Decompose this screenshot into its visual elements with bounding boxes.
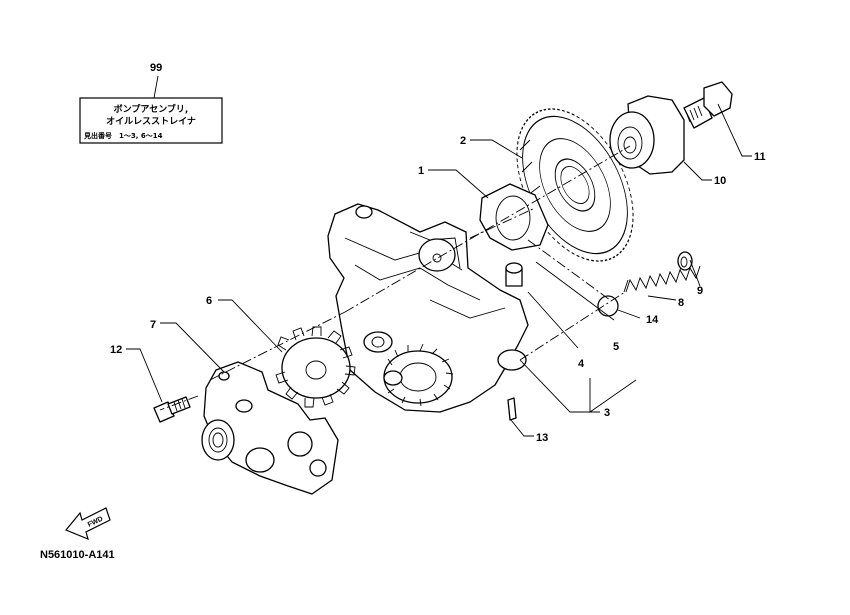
- reference-box-line3: 見出番号 1〜3, 6〜14: [83, 131, 163, 140]
- callout-5: 5: [613, 341, 619, 353]
- leader-lines: [126, 103, 752, 437]
- gear-collar: [609, 95, 685, 175]
- reference-box-number: 99: [150, 62, 162, 74]
- callout-10: 10: [714, 175, 726, 187]
- callout-14: 14: [646, 314, 659, 326]
- callout-1: 1: [418, 165, 424, 177]
- callout-12: 12: [110, 344, 122, 356]
- callout-6: 6: [206, 295, 212, 307]
- spring-washer: [677, 251, 693, 271]
- callout-9: 9: [697, 285, 703, 297]
- assembly-axes: [159, 145, 631, 411]
- callout-13: 13: [536, 432, 548, 444]
- locating-pin: [507, 397, 517, 421]
- pump-body: [327, 203, 529, 413]
- callout-8: 8: [678, 297, 684, 309]
- callout-2: 2: [460, 135, 466, 147]
- inner-rotor: [275, 326, 356, 408]
- gasket: [479, 183, 549, 251]
- diagram-code: N561010-A141: [40, 549, 115, 561]
- fwd-arrow-icon: FWD: [65, 507, 111, 541]
- pump-cover: [201, 361, 339, 495]
- callouts: 1 2 3 4 5 6 7 8 9 10 11 12 13 14: [110, 135, 766, 444]
- flange-bolt: [683, 81, 733, 129]
- callout-3: 3: [604, 407, 610, 419]
- reference-box: 99 ボンプアセンブリ, オイルレスストレイナ 見出番号 1〜3, 6〜14: [79, 62, 223, 144]
- reference-box-line2: オイルレスストレイナ: [106, 116, 196, 127]
- callout-11: 11: [754, 151, 766, 163]
- reference-box-line1: ボンプアセンブリ,: [114, 103, 189, 115]
- callout-4: 4: [578, 358, 585, 370]
- callout-7: 7: [150, 319, 156, 331]
- dowel-pin: [505, 262, 523, 287]
- reference-box-frame: [79, 97, 223, 144]
